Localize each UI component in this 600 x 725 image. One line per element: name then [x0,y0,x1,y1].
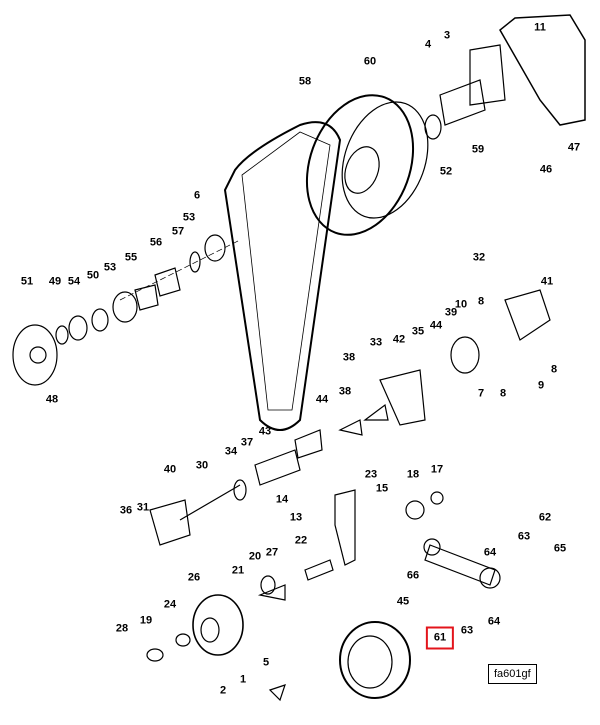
drive-belt [223,121,342,431]
callout-label: 46 [539,163,553,176]
shaft [439,79,486,126]
callout-label: 30 [195,459,209,472]
callout-label: 34 [224,445,238,458]
callout-label: 43 [258,425,272,438]
callout-label: 17 [430,463,444,476]
callout-label: 44 [429,319,443,332]
callout-label: 22 [294,534,308,547]
callout-label: 42 [392,333,406,346]
callout-label: 51 [20,275,34,288]
callout-label: 2 [219,684,227,697]
pulley-ring [339,621,411,699]
damper [424,544,496,586]
callout-label: 60 [363,55,377,68]
callout-label: 52 [439,165,453,178]
callout-label: 40 [163,463,177,476]
callout-label: 56 [149,236,163,249]
idler-pulley [192,594,244,656]
callout-label: 55 [124,251,138,264]
callout-label: 64 [487,615,501,628]
callout-label: 24 [163,598,177,611]
callout-label: 58 [298,75,312,88]
tensioner-arm [379,369,426,426]
callout-label: 45 [396,595,410,608]
callout-label: 3 [443,29,451,42]
callout-label: 19 [139,614,153,627]
callout-label: 44 [315,393,329,406]
callout-label: 4 [424,38,432,51]
pulley [305,94,415,236]
callout-label: 32 [472,251,486,264]
callout-label: 28 [115,622,129,635]
callout-label: 53 [103,261,117,274]
callout-label: 36 [119,504,133,517]
highlighted-callout[interactable]: 61 [425,626,455,650]
callout-label: 18 [406,468,420,481]
callout-label: 47 [567,141,581,154]
figure-id: fa601gf [488,664,537,684]
callout-label: 37 [240,436,254,449]
callout-label: 66 [406,569,420,582]
callout-label: 39 [444,306,458,319]
callout-label: 27 [265,546,279,559]
callout-label: 63 [517,530,531,543]
callout-label: 38 [342,351,356,364]
callout-label: 8 [477,295,485,308]
idler-bracket [149,499,191,546]
callout-label: 6 [193,189,201,202]
callout-label: 1 [239,673,247,686]
callout-label: 64 [483,546,497,559]
callout-label: 8 [499,387,507,400]
callout-label: 31 [136,501,150,514]
callout-label: 53 [182,211,196,224]
callout-label: 7 [477,387,485,400]
callout-label: 49 [48,275,62,288]
callout-label: 33 [369,336,383,349]
callout-label: 59 [471,143,485,156]
callout-label: 63 [460,624,474,637]
flange [12,324,58,386]
callout-label: 65 [553,542,567,555]
support-bracket [334,489,356,566]
callout-label: 5 [262,656,270,669]
callout-label: 50 [86,269,100,282]
callout-label: 21 [231,564,245,577]
callout-label: 20 [248,550,262,563]
callout-label: 9 [537,379,545,392]
callout-label: 38 [338,385,352,398]
callout-label: 41 [540,275,554,288]
callout-label: 23 [364,468,378,481]
callout-label: 62 [538,511,552,524]
callout-label: 8 [550,363,558,376]
callout-label: 11 [534,21,546,34]
mounting-bracket [499,14,586,126]
callout-label: 10 [454,298,468,311]
callout-label: 48 [45,393,59,406]
callout-label: 13 [289,511,303,524]
callout-label: 54 [67,275,81,288]
callout-label: 35 [411,325,425,338]
callout-label: 57 [171,225,185,238]
callout-label: 15 [375,482,389,495]
mounting-plate [504,289,551,341]
callout-label: 14 [275,493,289,506]
callout-label: 26 [187,571,201,584]
